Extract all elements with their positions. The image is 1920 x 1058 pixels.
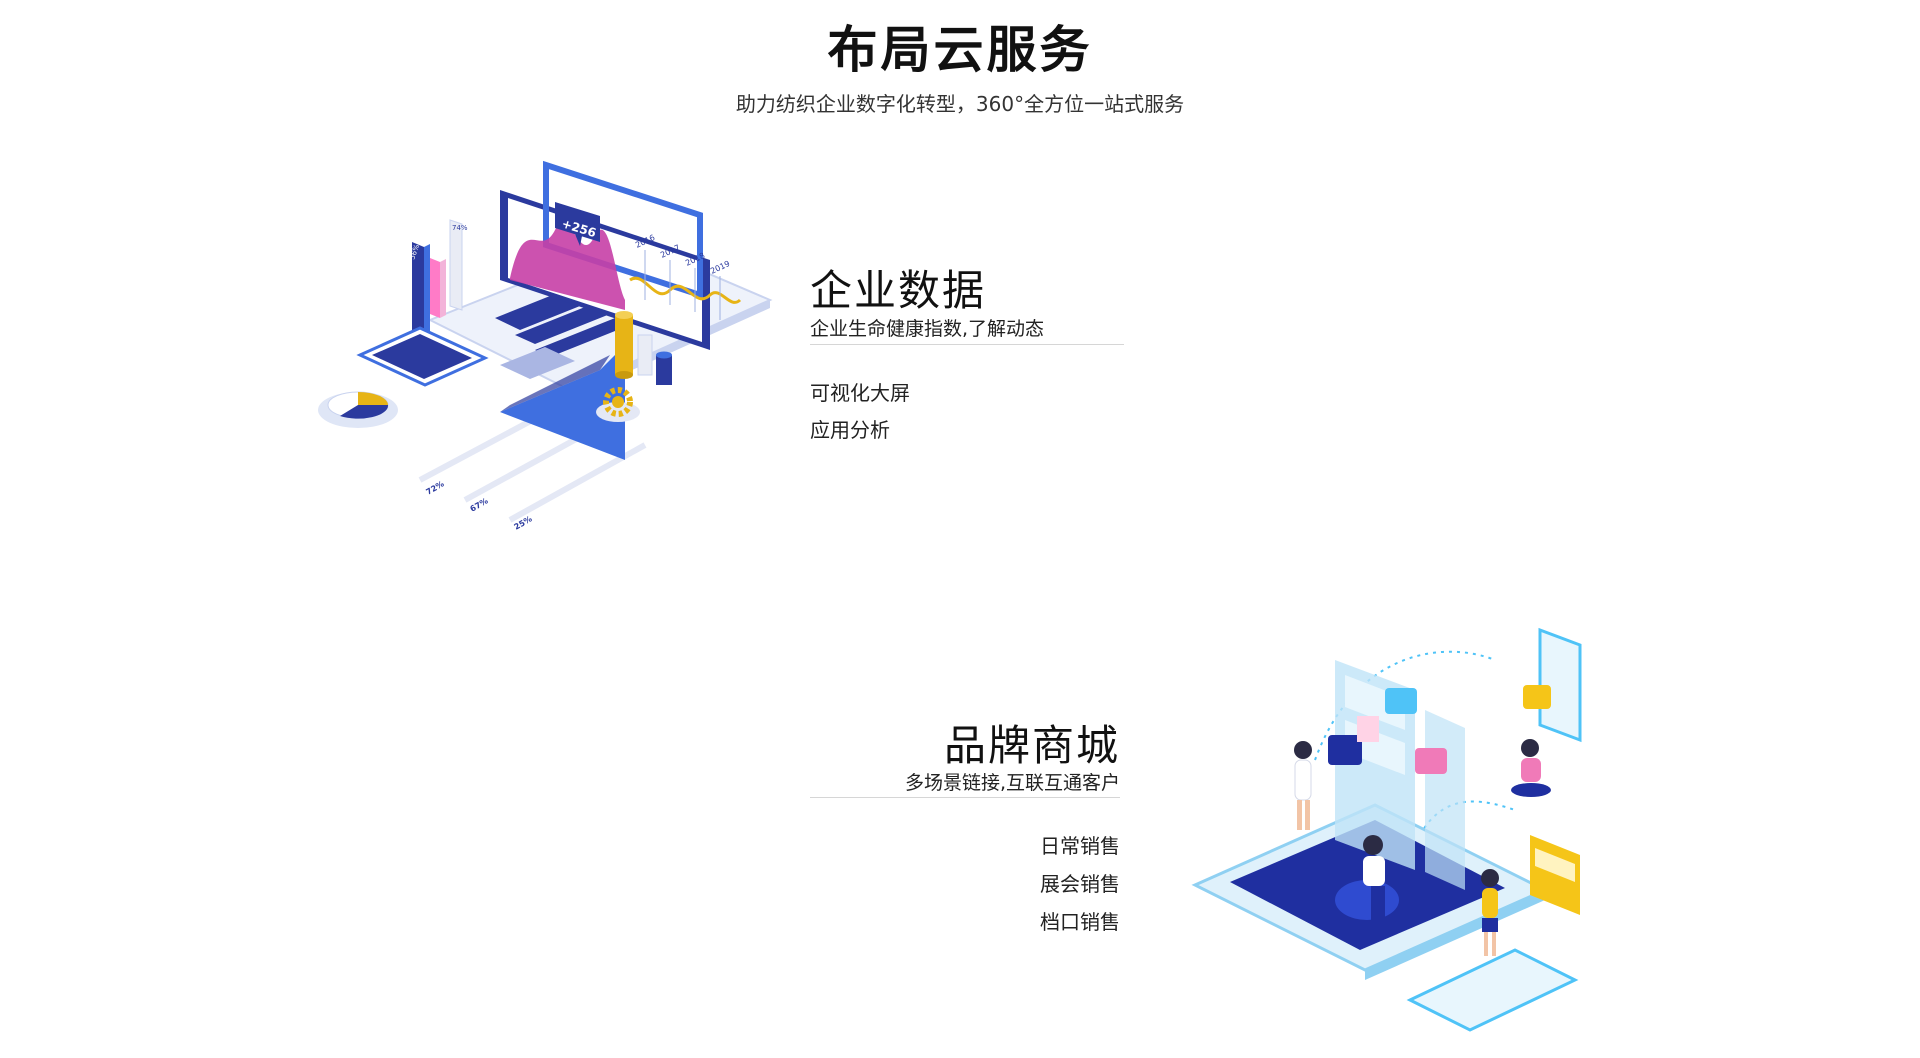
line-chart: [629, 276, 742, 304]
pie-disc: [318, 391, 398, 428]
page-subtitle: 助力纺织企业数字化转型，360°全方位一站式服务: [735, 92, 1185, 116]
section-title: 企业数据: [810, 266, 987, 315]
section-item-exhibition-sales[interactable]: 展会销售: [1040, 872, 1120, 896]
chat-icon: [1385, 688, 1417, 714]
year-label: 2019: [709, 259, 731, 276]
section-item-app-analysis[interactable]: 应用分析: [810, 418, 890, 442]
section-item-visual-screen[interactable]: 可视化大屏: [810, 381, 910, 405]
cylinders: [615, 311, 672, 385]
section-divider: [810, 797, 1120, 798]
touchpad: [500, 347, 575, 379]
like-icon: [1328, 735, 1362, 765]
phone: [1406, 948, 1579, 1032]
brand-mall-illustration: [1191, 627, 1582, 1032]
badge-box: [555, 202, 600, 242]
section-subtitle: 企业生命健康指数,了解动态: [810, 318, 1045, 340]
section-divider: [810, 344, 1124, 345]
section-title: 品牌商城: [943, 721, 1120, 770]
gear-icon: [596, 387, 640, 422]
person-standing-left: [1294, 741, 1312, 830]
area-chart: [510, 222, 625, 310]
bar-label: 74%: [452, 224, 468, 232]
person-sitting-center: [1335, 835, 1399, 920]
back-panel: [543, 160, 703, 300]
section-item-daily-sales[interactable]: 日常销售: [1040, 834, 1120, 858]
section-subtitle: 多场景链接,互联互通客户: [904, 772, 1120, 794]
floor-label: 72%: [425, 479, 446, 496]
bar-chart: 56% 74%: [408, 219, 468, 340]
page-title: 布局云服务: [827, 21, 1093, 79]
triangle-chart: [500, 345, 625, 460]
avatar-card: [1357, 716, 1379, 742]
heart-icon: [1415, 748, 1447, 774]
person-standing-right: [1481, 869, 1499, 956]
connection-arc: [1314, 650, 1496, 761]
connection-arc: [1419, 800, 1516, 836]
message-icon: [1523, 685, 1551, 709]
person-sitting-right: [1511, 739, 1551, 797]
phone: [356, 326, 489, 387]
section-item-stall-sales[interactable]: 档口销售: [1040, 910, 1120, 934]
enterprise-data-illustration: 72% 67% 25% 2016 2017: [318, 160, 773, 532]
